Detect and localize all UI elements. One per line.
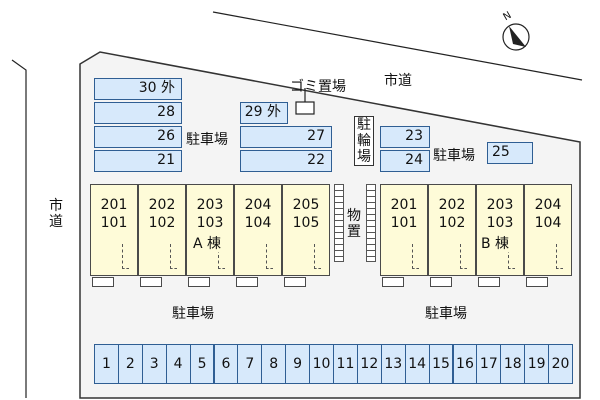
parking-space-bottom: 2 [117, 344, 143, 384]
step [430, 277, 452, 287]
building-a-label: A 棟 [192, 236, 223, 252]
parking-space-bottom: 14 [404, 344, 430, 384]
parking-space-bottom: 5 [189, 344, 215, 384]
garbage-label: ゴミ置場 [290, 79, 346, 95]
storage-shed-left [334, 184, 344, 262]
parking-space-bottom: 18 [500, 344, 526, 384]
parking-space-bottom: 19 [524, 344, 550, 384]
left-road-edge [11, 59, 27, 398]
lot-boundary [79, 51, 581, 399]
parking-label-right: 駐車場 [433, 148, 475, 164]
parking-space: 21 [94, 150, 182, 172]
parking-label-bottom-left: 駐車場 [172, 306, 214, 322]
parking-space: 22 [240, 150, 332, 172]
parking-space-bottom: 12 [356, 344, 382, 384]
compass-icon [502, 23, 530, 51]
parking-space: 23 [380, 126, 430, 148]
parking-space-bottom: 16 [452, 344, 478, 384]
bicycle-parking-label: 駐輪場 [354, 116, 374, 166]
parking-space: 25 [487, 142, 533, 164]
step [526, 277, 548, 287]
parking-space-bottom: 15 [428, 344, 454, 384]
storage-label: 物置 [347, 208, 361, 240]
parking-space-bottom: 11 [333, 344, 358, 384]
parking-space-bottom: 6 [213, 344, 239, 384]
top-road-edge [212, 11, 583, 81]
parking-space: 30 外 [94, 78, 182, 100]
step [236, 277, 258, 287]
garbage-box [295, 101, 315, 115]
parking-space: 27 [240, 126, 332, 148]
parking-space-bottom: 20 [548, 344, 573, 384]
building-b-label: B 棟 [480, 236, 511, 252]
step [284, 277, 306, 287]
step [478, 277, 500, 287]
storage-shed-right [366, 184, 376, 262]
step [140, 277, 162, 287]
parking-space: 29 外 [240, 102, 288, 124]
parking-space: 26 [94, 126, 182, 148]
parking-label-left: 駐車場 [186, 132, 228, 148]
parking-space-bottom: 13 [380, 344, 406, 384]
step [188, 277, 210, 287]
parking-space-bottom: 1 [94, 344, 119, 384]
parking-space-bottom: 10 [309, 344, 334, 384]
step [382, 277, 404, 287]
parking-space-bottom: 9 [285, 344, 311, 384]
parking-space: 28 [94, 102, 182, 124]
parking-space-bottom: 7 [237, 344, 263, 384]
parking-label-bottom-right: 駐車場 [425, 306, 467, 322]
city-road-top-label: 市道 [384, 73, 412, 89]
parking-space: 24 [380, 150, 430, 172]
city-road-left-label: 市道 [49, 198, 63, 230]
parking-space-bottom: 17 [476, 344, 502, 384]
step [92, 277, 114, 287]
parking-space-bottom: 3 [141, 344, 167, 384]
parking-space-bottom: 8 [261, 344, 287, 384]
parking-space-bottom: 4 [165, 344, 191, 384]
